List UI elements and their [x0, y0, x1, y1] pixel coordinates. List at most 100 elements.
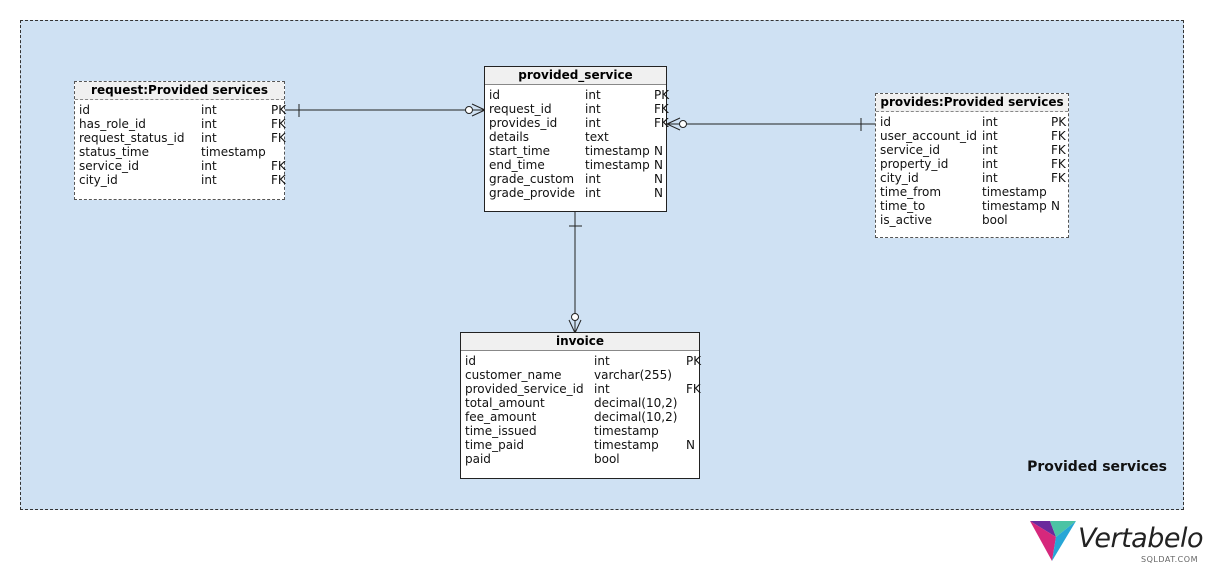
column-type: timestamp: [585, 158, 650, 172]
table-invoice-column[interactable]: time_issued timestamp: [465, 424, 695, 438]
column-key: FK: [654, 116, 669, 130]
relationship-request-provided-service: [284, 103, 486, 117]
column-type: decimal(10,2): [594, 410, 678, 424]
column-name: service_id: [880, 143, 940, 157]
table-invoice-column[interactable]: time_paid timestamp N: [465, 438, 695, 452]
column-key: N: [686, 438, 695, 452]
column-key: PK: [686, 354, 702, 368]
table-provided-service-column[interactable]: id int PK: [489, 88, 669, 102]
column-key: FK: [271, 159, 286, 173]
column-key: PK: [271, 103, 287, 117]
column-type: timestamp: [594, 438, 659, 452]
column-type: int: [982, 129, 998, 143]
column-name: paid: [465, 452, 491, 466]
column-type: int: [585, 88, 601, 102]
column-name: is_active: [880, 213, 933, 227]
column-type: int: [585, 102, 601, 116]
column-name: city_id: [79, 173, 118, 187]
table-invoice-column[interactable]: total_amount decimal(10,2): [465, 396, 695, 410]
column-type: decimal(10,2): [594, 396, 678, 410]
column-name: grade_custom: [489, 172, 575, 186]
column-name: total_amount: [465, 396, 545, 410]
column-type: timestamp: [201, 145, 266, 159]
column-key: FK: [654, 102, 669, 116]
column-name: city_id: [880, 171, 919, 185]
column-name: end_time: [489, 158, 545, 172]
column-name: provided_service_id: [465, 382, 584, 396]
column-name: time_issued: [465, 424, 537, 438]
column-type: int: [201, 159, 217, 173]
column-type: int: [594, 382, 610, 396]
column-name: id: [489, 88, 500, 102]
column-type: int: [594, 354, 610, 368]
column-name: id: [79, 103, 90, 117]
column-key: N: [654, 172, 663, 186]
table-provided-service-column[interactable]: provides_id int FK: [489, 116, 669, 130]
column-key: N: [654, 186, 663, 200]
table-request-header: request:Provided services: [75, 82, 284, 100]
column-type: int: [982, 115, 998, 129]
column-key: PK: [654, 88, 670, 102]
table-invoice-column[interactable]: provided_service_id int FK: [465, 382, 701, 396]
column-type: timestamp: [594, 424, 659, 438]
column-type: timestamp: [982, 199, 1047, 213]
column-key: FK: [271, 131, 286, 145]
table-invoice-column[interactable]: paid bool: [465, 452, 695, 466]
column-type: int: [201, 131, 217, 145]
column-type: int: [982, 143, 998, 157]
column-type: int: [201, 117, 217, 131]
vertabelo-logo-icon: [1030, 521, 1076, 561]
column-name: grade_provide: [489, 186, 575, 200]
column-name: time_to: [880, 199, 926, 213]
column-name: has_role_id: [79, 117, 146, 131]
column-type: bool: [594, 452, 620, 466]
table-request-column[interactable]: city_id int FK: [79, 173, 286, 187]
column-name: details: [489, 130, 529, 144]
column-name: provides_id: [489, 116, 558, 130]
column-key: FK: [1051, 129, 1066, 143]
column-type: int: [585, 116, 601, 130]
column-name: service_id: [79, 159, 139, 173]
column-type: int: [201, 173, 217, 187]
table-invoice-header: invoice: [461, 333, 699, 351]
column-key: N: [654, 144, 663, 158]
column-name: time_from: [880, 185, 942, 199]
table-request-column[interactable]: service_id int FK: [79, 159, 286, 173]
table-provided-service-column[interactable]: grade_provide int N: [489, 186, 663, 200]
column-name: id: [880, 115, 891, 129]
column-key: FK: [686, 382, 701, 396]
column-key: FK: [271, 173, 286, 187]
column-key: FK: [1051, 157, 1066, 171]
column-type: text: [585, 130, 609, 144]
column-name: time_paid: [465, 438, 525, 452]
table-provided-service-column[interactable]: details text: [489, 130, 662, 144]
column-type: int: [585, 186, 601, 200]
